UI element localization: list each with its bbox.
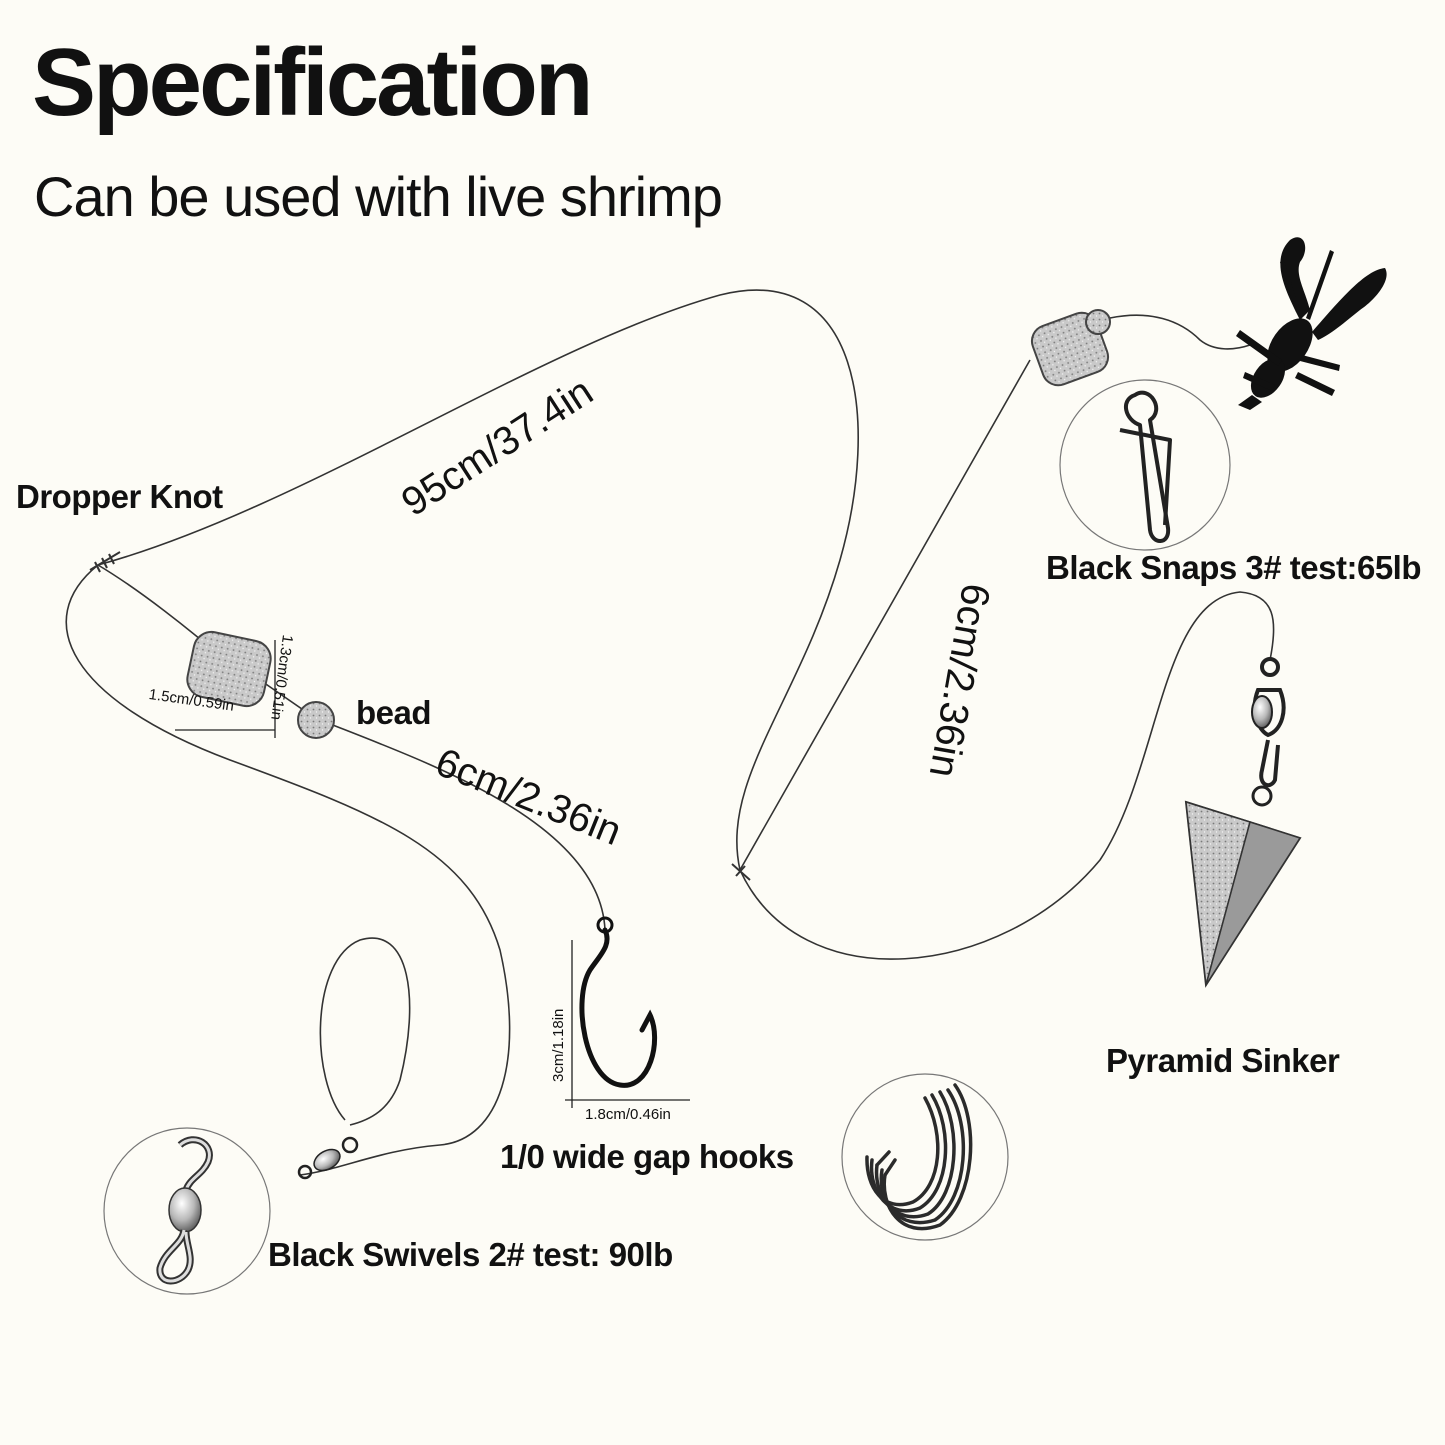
- hook-eye: [596, 916, 614, 934]
- dropper-leader: [97, 564, 606, 931]
- lower-knot-icon: [731, 863, 751, 881]
- dropper-knot-label: Dropper Knot: [16, 478, 223, 515]
- bead-icon: [297, 701, 335, 739]
- swivel-line: [65, 564, 511, 1176]
- pyramid-sinker-label: Pyramid Sinker: [1106, 1042, 1340, 1079]
- swivel-icon: [156, 1136, 213, 1285]
- hook-width: 1.8cm/0.46in: [585, 1106, 671, 1123]
- main-line: [97, 289, 1031, 873]
- pyramid-sinker-icon: [1184, 785, 1302, 988]
- hooks-detail-circle: [841, 1073, 1009, 1241]
- snap-icon: [1119, 390, 1172, 543]
- black-snaps-label: Black Snaps 3# test:65lb: [1046, 549, 1422, 586]
- sinker-line: [739, 591, 1275, 960]
- line-swivel-icon: [297, 1136, 359, 1180]
- snap-detail-circle: [1059, 379, 1231, 551]
- float-dimension-lines: [175, 640, 276, 738]
- hooks-bundle-icon: [865, 1083, 973, 1231]
- hook-icon: [579, 927, 658, 1088]
- top-float-icon: [1030, 309, 1251, 387]
- dropper-knot-icon: [89, 551, 121, 573]
- swivel-detail-circle: [103, 1127, 271, 1295]
- sinker-snap-icon: [1251, 657, 1286, 788]
- swivel-loop: [319, 937, 411, 1126]
- hook-height: 3cm/1.18in: [550, 1008, 567, 1082]
- black-swivels-label: Black Swivels 2# test: 90lb: [268, 1236, 673, 1273]
- hooks-label: 1/0 wide gap hooks: [500, 1138, 794, 1175]
- hook-dimension-lines: [565, 940, 690, 1108]
- page-subtitle: Can be used with live shrimp: [34, 165, 723, 228]
- bead-label: bead: [356, 694, 432, 731]
- page-title: Specification: [32, 29, 593, 136]
- crayfish-icon: [1236, 237, 1387, 410]
- foam-float-icon: [186, 630, 272, 708]
